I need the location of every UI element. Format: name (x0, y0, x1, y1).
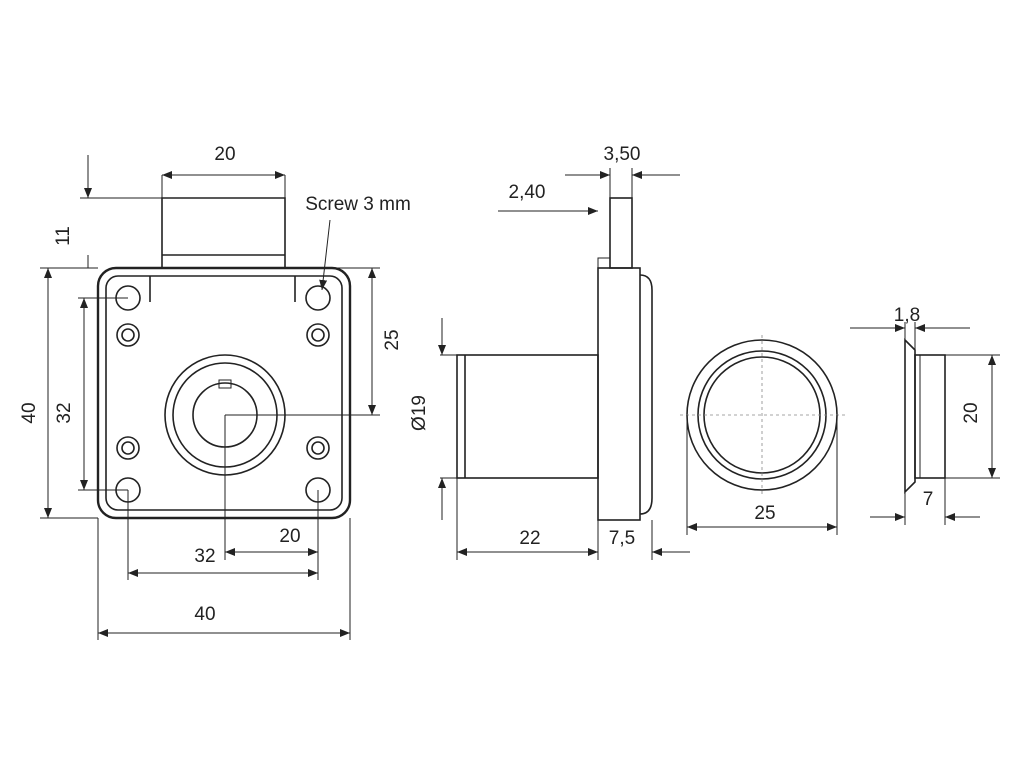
ring-view (680, 335, 845, 535)
dim-plate-height: 40 (19, 402, 40, 424)
dim-hole-vertical-spacing: 32 (54, 402, 75, 424)
cylinder-body (456, 354, 599, 479)
dim-right-height: 25 (382, 329, 403, 351)
lock-bolt (161, 197, 286, 268)
dim-hole-horizontal-spacing: 32 (194, 546, 216, 567)
dim-center-offset: 20 (279, 526, 301, 547)
side-bolt (609, 197, 633, 269)
side-view (438, 168, 690, 560)
dim-flange-thickness: 7,5 (608, 528, 636, 549)
dim-cylinder-diameter: Ø19 (409, 395, 430, 431)
dim-bolt-height: 11 (53, 226, 74, 246)
dim-plate-width: 40 (194, 604, 216, 625)
dim-ring-diameter: 25 (754, 503, 776, 524)
ferrule-view (850, 322, 1000, 525)
lock-plate (96, 266, 352, 520)
dim-top-width: 20 (214, 144, 236, 165)
dim-bolt-offset: 2,40 (508, 182, 546, 203)
dim-ferrule-flange: 1,8 (893, 305, 921, 326)
dim-ferrule-height: 20 (961, 402, 982, 424)
dim-ferrule-depth: 7 (922, 489, 934, 510)
dim-cylinder-length: 22 (519, 528, 541, 549)
front-view (40, 155, 380, 640)
side-flange (597, 267, 641, 521)
dim-bolt-thickness: 3,50 (603, 144, 641, 165)
screw-note: Screw 3 mm (305, 194, 411, 215)
screw-holes (115, 285, 331, 503)
